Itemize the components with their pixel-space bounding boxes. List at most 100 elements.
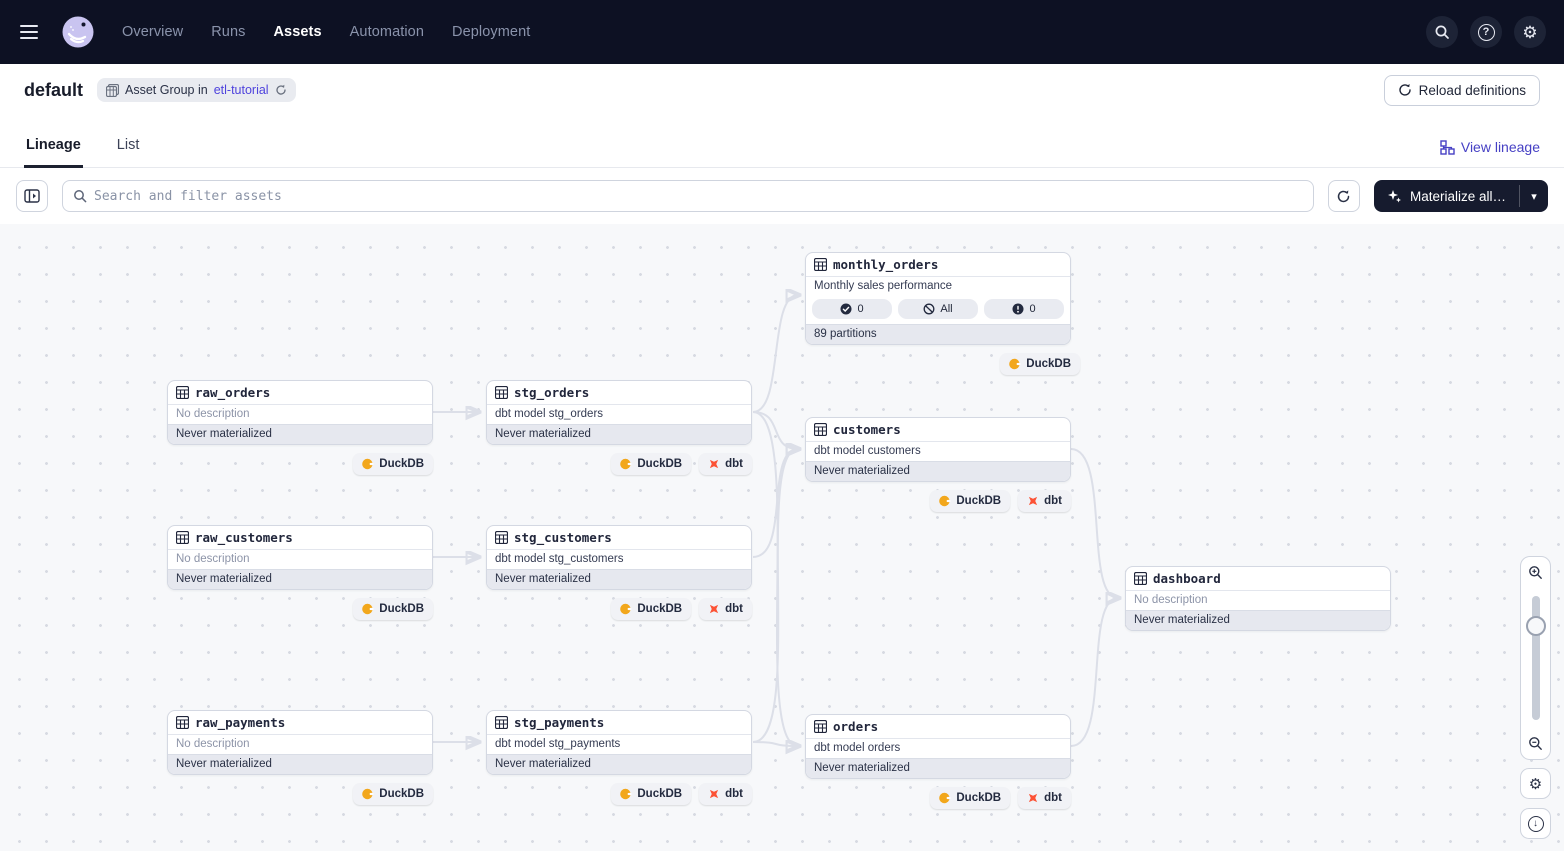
search-input[interactable] [94,188,1303,204]
materialization-status: Never materialized [487,424,751,444]
kind-tag-duckdb[interactable]: DuckDB [353,598,433,620]
ban-icon [923,303,935,315]
refresh-icon [275,84,286,95]
dbt-icon [710,789,719,799]
duckdb-icon [362,603,374,615]
menu-icon[interactable] [18,16,50,48]
asset-node-stg-customers[interactable]: stg_customers dbt model stg_customers Ne… [486,525,752,620]
materialization-status: Never materialized [806,461,1070,481]
kind-tag-dbt[interactable]: dbt [699,453,752,475]
asset-name: stg_orders [514,385,590,400]
kind-tag-dbt[interactable]: dbt [699,598,752,620]
materialization-status: Never materialized [168,424,432,444]
asset-description: dbt model stg_customers [487,549,751,569]
asset-node-stg-payments[interactable]: stg_payments dbt model stg_payments Neve… [486,710,752,805]
asset-name: customers [833,422,901,437]
search-input-icon [74,190,87,203]
top-nav: Overview Runs Assets Automation Deployme… [0,0,1564,64]
kind-tag-dbt[interactable]: dbt [699,783,752,805]
kind-tag-duckdb[interactable]: DuckDB [930,490,1011,512]
nav-item-assets[interactable]: Assets [273,24,322,40]
graph-settings-button[interactable]: ⚙ [1520,768,1551,799]
zoom-in-button[interactable] [1521,557,1550,588]
lineage-toolbar: Materialize all… ▾ [0,168,1564,224]
kind-tag-duckdb[interactable]: DuckDB [611,598,692,620]
asset-node-monthly-orders[interactable]: monthly_orders Monthly sales performance… [805,252,1080,375]
tab-list[interactable]: List [116,137,140,153]
asset-name: stg_customers [514,530,612,545]
zoom-slider-track[interactable] [1531,596,1540,720]
asset-node-stg-orders[interactable]: stg_orders dbt model stg_orders Never ma… [486,380,752,475]
view-lineage-link[interactable]: View lineage [1440,139,1540,167]
panel-toggle-icon [24,189,40,203]
nav-item-deployment[interactable]: Deployment [452,24,531,40]
tabs-row: Lineage List View lineage [0,116,1564,168]
kind-tag-dbt[interactable]: dbt [1018,490,1071,512]
toggle-sidebar-button[interactable] [16,180,48,212]
asset-name: stg_payments [514,715,605,730]
help-icon[interactable]: ? [1470,16,1502,48]
missing-count-pill[interactable]: All [898,299,978,319]
asset-description: Monthly sales performance [806,276,1070,296]
nav-right-actions: ? ⚙ [1426,16,1546,48]
kind-tag-duckdb[interactable]: DuckDB [353,783,433,805]
kind-tag-duckdb[interactable]: DuckDB [611,783,692,805]
nav-item-overview[interactable]: Overview [122,24,184,40]
dbt-icon [710,459,719,469]
table-icon [814,720,827,733]
zoom-slider[interactable] [1521,588,1550,728]
dagster-logo-icon[interactable] [60,14,96,50]
zoom-slider-handle[interactable] [1525,616,1546,636]
asset-node-raw-orders[interactable]: raw_orders No description Never material… [167,380,433,475]
settings-icon[interactable]: ⚙ [1514,16,1546,48]
reload-icon [1399,84,1411,96]
duckdb-icon [362,788,374,800]
asset-search-box [62,180,1314,212]
download-graph-button[interactable]: ↓ [1520,808,1551,839]
lineage-canvas[interactable]: monthly_orders Monthly sales performance… [0,224,1564,851]
asset-group-label: Asset Group in [125,83,208,97]
tab-lineage[interactable]: Lineage [24,137,83,168]
asset-node-raw-customers[interactable]: raw_customers No description Never mater… [167,525,433,620]
code-location-link[interactable]: etl-tutorial [213,83,269,97]
materialization-status: Never materialized [487,754,751,774]
asset-node-dashboard[interactable]: dashboard No description Never materiali… [1125,566,1391,631]
materialize-all-button[interactable]: Materialize all… ▾ [1373,180,1548,212]
zoom-out-button[interactable] [1521,728,1550,759]
kind-tag-dbt[interactable]: dbt [1018,787,1071,809]
table-icon [495,386,508,399]
asset-node-customers[interactable]: customers dbt model customers Never mate… [805,417,1071,512]
nav-item-runs[interactable]: Runs [211,24,246,40]
nav-item-automation[interactable]: Automation [349,24,425,40]
failed-count-pill[interactable]: 0 [984,299,1064,319]
asset-description: No description [168,549,432,569]
asset-name: raw_payments [195,715,286,730]
table-icon [814,423,827,436]
duckdb-icon [620,788,632,800]
kind-tag-duckdb[interactable]: DuckDB [611,453,692,475]
materialization-status: Never materialized [168,754,432,774]
kind-tag-duckdb[interactable]: DuckDB [930,787,1011,809]
asset-description: No description [168,734,432,754]
page-title: default [24,79,84,100]
materialize-dropdown-caret[interactable]: ▾ [1531,190,1537,203]
asset-name: monthly_orders [833,257,939,272]
dbt-icon [1029,793,1038,803]
asset-group-badge: Asset Group in etl-tutorial [97,78,296,102]
kind-tag-duckdb[interactable]: DuckDB [353,453,433,475]
dbt-icon [710,604,719,614]
zoom-panel [1520,556,1551,760]
refresh-graph-button[interactable] [1327,180,1360,212]
kind-tag-duckdb[interactable]: DuckDB [1000,353,1080,375]
duckdb-icon [362,458,374,470]
dbt-icon [1029,496,1038,506]
reload-definitions-button[interactable]: Reload definitions [1383,74,1540,106]
asset-node-orders[interactable]: orders dbt model orders Never materializ… [805,714,1071,809]
search-icon[interactable] [1426,16,1458,48]
materialized-count-pill[interactable]: 0 [812,299,892,319]
asset-name: orders [833,719,879,734]
asset-description: dbt model customers [806,441,1070,461]
duckdb-icon [1009,358,1021,370]
asset-node-raw-payments[interactable]: raw_payments No description Never materi… [167,710,433,805]
asset-description: No description [168,404,432,424]
